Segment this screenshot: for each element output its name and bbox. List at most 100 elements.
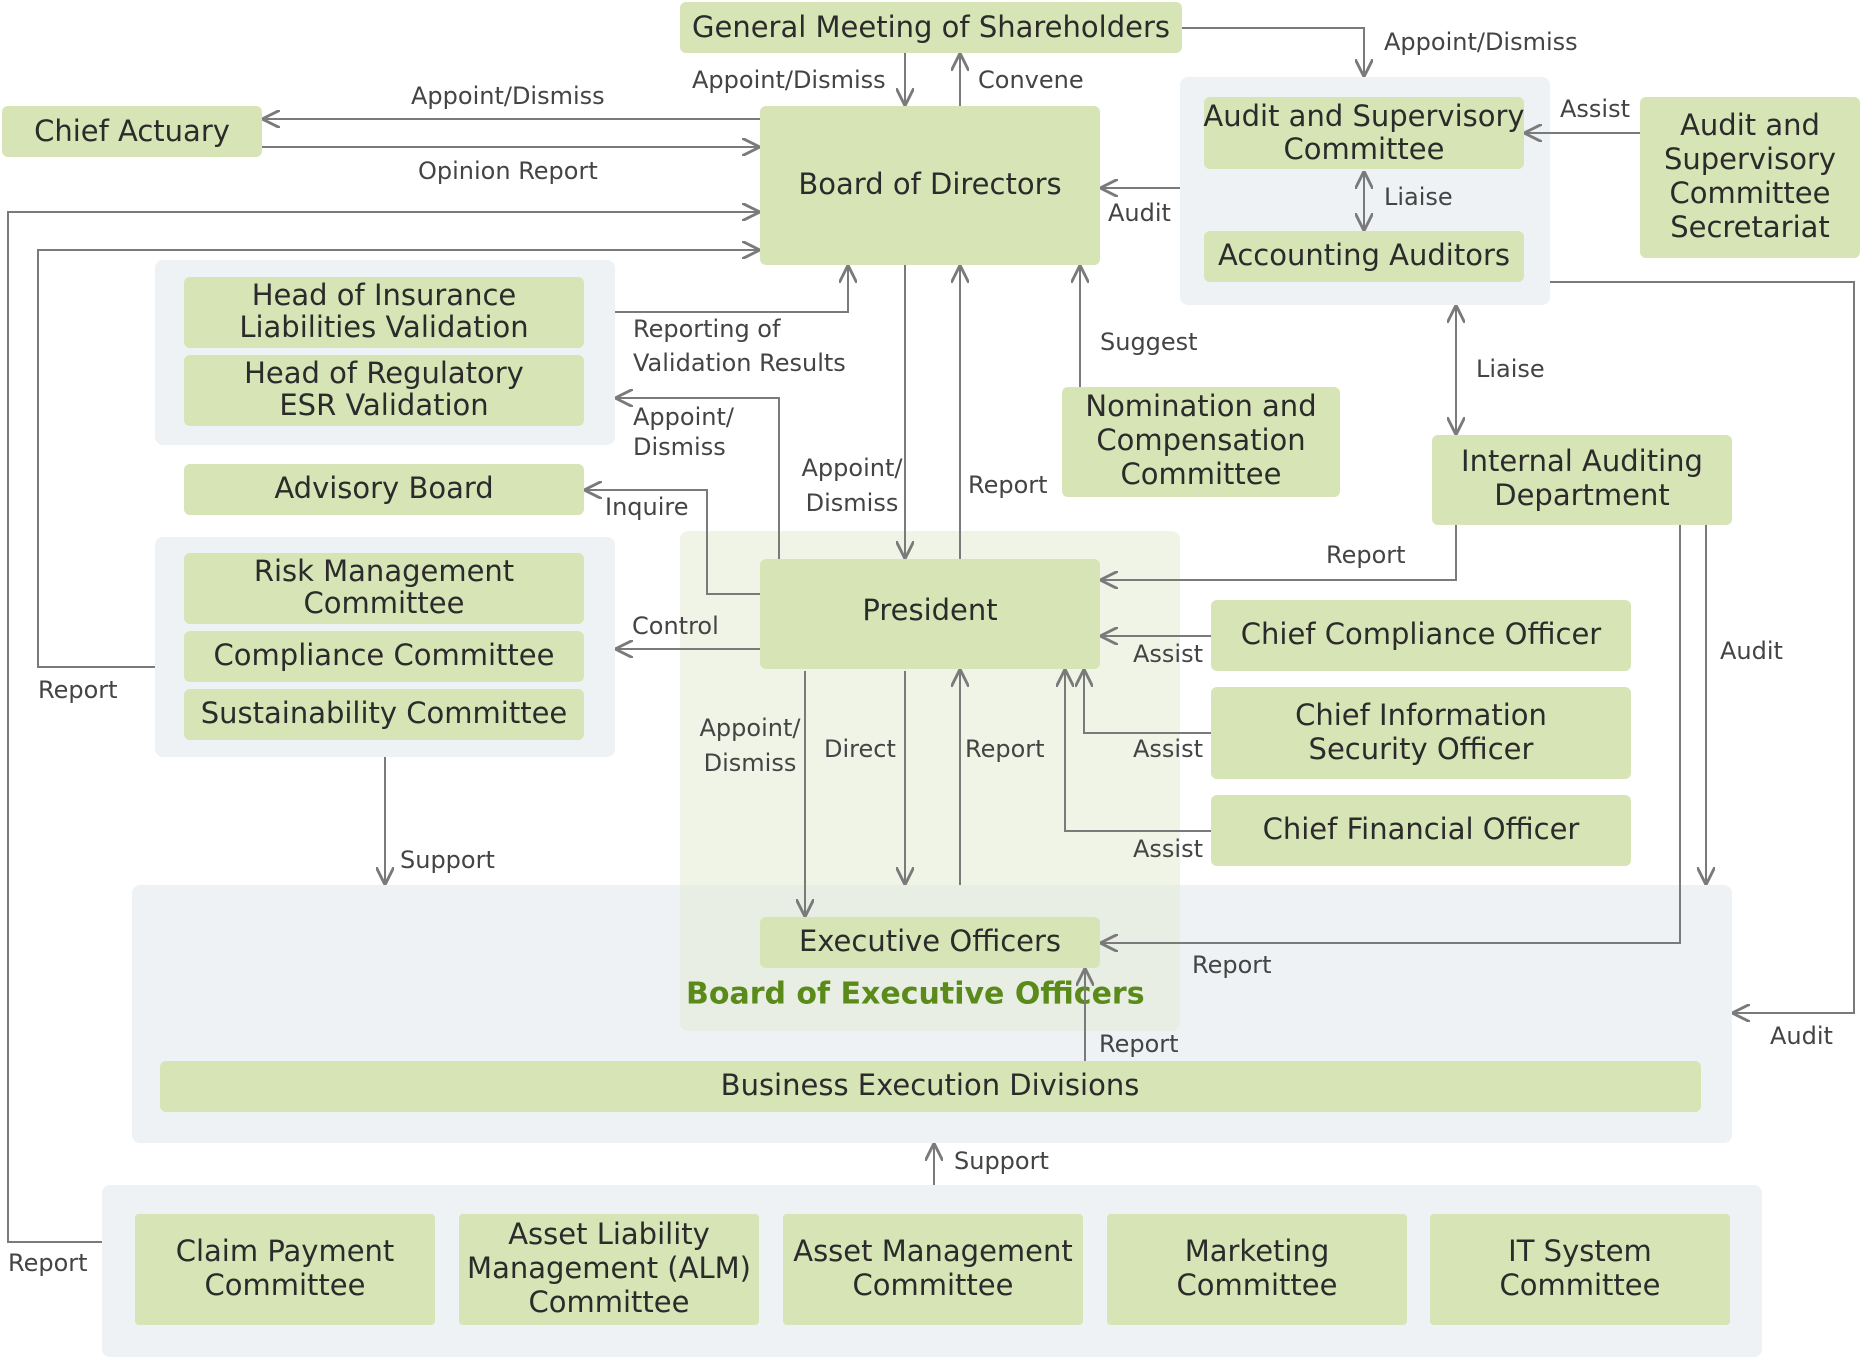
label-appoint-exec: Appoint/	[700, 714, 802, 742]
svg-text:Audit and Supervisory: Audit and Supervisory	[1203, 99, 1524, 133]
svg-text:Committee: Committee	[205, 1268, 366, 1302]
advisory-board-box: Advisory Board	[184, 464, 584, 515]
general-meeting-of-shareholders-box: General Meeting of Shareholders	[680, 2, 1182, 53]
label-support-committees: Support	[400, 846, 495, 874]
compliance-committee-box: Compliance Committee	[184, 631, 584, 682]
label-report-business: Report	[1099, 1030, 1179, 1058]
svg-text:Asset Management: Asset Management	[793, 1234, 1073, 1268]
head-of-insurance-liabilities-validation-box: Head of Insurance Liabilities Validation	[184, 277, 584, 348]
label-audit-business: Audit	[1770, 1022, 1833, 1050]
audit-and-supervisory-committee-box: Audit and Supervisory Committee	[1203, 97, 1525, 169]
svg-text:Chief Financial Officer: Chief Financial Officer	[1263, 812, 1580, 846]
svg-text:Chief Actuary: Chief Actuary	[34, 114, 230, 148]
sustainability-committee-box: Sustainability Committee	[184, 689, 584, 740]
label-support-bottom: Support	[954, 1147, 1049, 1175]
label-opinion-report: Opinion Report	[418, 157, 598, 185]
svg-text:Audit and: Audit and	[1680, 108, 1820, 142]
claim-payment-committee-box: Claim Payment Committee	[135, 1214, 435, 1325]
svg-text:Board of Directors: Board of Directors	[798, 167, 1061, 201]
asset-management-committee-box: Asset Management Committee	[783, 1214, 1083, 1325]
svg-text:Head of Regulatory: Head of Regulatory	[244, 356, 524, 390]
label-suggest: Suggest	[1100, 328, 1198, 356]
label-report-board: Report	[968, 471, 1048, 499]
svg-text:General Meeting of Shareholder: General Meeting of Shareholders	[692, 10, 1170, 44]
svg-text:Business Execution Divisions: Business Execution Divisions	[721, 1068, 1140, 1102]
label-convene: Convene	[978, 66, 1084, 94]
label-validation-results: Validation Results	[633, 349, 846, 377]
svg-text:Chief Compliance Officer: Chief Compliance Officer	[1241, 617, 1602, 651]
svg-text:Committee: Committee	[1500, 1268, 1661, 1302]
label-assist-cfo: Assist	[1133, 835, 1203, 863]
label-control: Control	[632, 612, 719, 640]
cfo-assist-arrow	[1065, 671, 1211, 832]
label-assist-cco: Assist	[1133, 640, 1203, 668]
label-dismiss-validation: Dismiss	[633, 433, 726, 461]
label-dismiss-exec: Dismiss	[704, 749, 797, 777]
svg-text:Committee: Committee	[1177, 1268, 1338, 1302]
svg-text:Internal Auditing: Internal Auditing	[1461, 444, 1703, 478]
gms-to-audit-committee-arrow	[1182, 27, 1364, 75]
label-dismiss-president: Dismiss	[806, 489, 899, 517]
label-liaise-internal: Liaise	[1476, 355, 1545, 383]
svg-text:Risk Management: Risk Management	[254, 554, 514, 588]
president-to-advisory-arrow	[586, 490, 760, 595]
risk-management-committee-box: Risk Management Committee	[184, 553, 584, 624]
svg-text:Committee: Committee	[1121, 457, 1282, 491]
label-liaise-accounting: Liaise	[1384, 183, 1453, 211]
nomination-and-compensation-committee-box: Nomination and Compensation Committee	[1062, 387, 1340, 497]
svg-text:Executive Officers: Executive Officers	[799, 924, 1061, 958]
label-report-committees: Report	[38, 676, 118, 704]
svg-text:Accounting Auditors: Accounting Auditors	[1218, 238, 1510, 272]
svg-text:Management (ALM): Management (ALM)	[467, 1251, 751, 1285]
svg-text:Advisory Board: Advisory Board	[274, 471, 493, 505]
audit-supervisory-committee-secretariat-box: Audit and Supervisory Committee Secretar…	[1640, 97, 1860, 258]
executive-officers-box: Executive Officers	[760, 917, 1100, 968]
committees-report-line	[37, 250, 758, 668]
svg-text:Committee: Committee	[1284, 132, 1445, 166]
business-execution-divisions-box: Business Execution Divisions	[160, 1061, 1701, 1112]
svg-text:Nomination and: Nomination and	[1085, 389, 1316, 423]
svg-text:Committee: Committee	[1670, 176, 1831, 210]
label-assist-ciso: Assist	[1133, 735, 1203, 763]
validation-results-arrow	[615, 267, 848, 313]
svg-text:Marketing: Marketing	[1185, 1234, 1330, 1268]
label-appoint-dismiss-gms: Appoint/Dismiss	[692, 66, 886, 94]
svg-text:ESR Validation: ESR Validation	[279, 388, 488, 422]
label-reporting-of: Reporting of	[633, 315, 781, 343]
internal-auditing-department-box: Internal Auditing Department	[1432, 435, 1732, 525]
chief-actuary-box: Chief Actuary	[2, 106, 262, 157]
marketing-committee-box: Marketing Committee	[1107, 1214, 1407, 1325]
svg-text:IT System: IT System	[1508, 1234, 1652, 1268]
svg-text:Compliance Committee: Compliance Committee	[214, 638, 555, 672]
svg-text:Committee: Committee	[529, 1285, 690, 1319]
label-audit-internal: Audit	[1720, 637, 1783, 665]
svg-text:President: President	[862, 593, 997, 627]
label-appoint-dismiss-actuary: Appoint/Dismiss	[411, 82, 605, 110]
svg-text:Security Officer: Security Officer	[1309, 732, 1534, 766]
label-report-bottom: Report	[8, 1249, 88, 1277]
president-box: President	[760, 559, 1100, 669]
head-of-regulatory-esr-validation-box: Head of Regulatory ESR Validation	[184, 355, 584, 426]
svg-text:Sustainability Committee: Sustainability Committee	[201, 696, 568, 730]
it-system-committee-box: IT System Committee	[1430, 1214, 1730, 1325]
chief-financial-officer-box: Chief Financial Officer	[1211, 795, 1631, 866]
label-direct: Direct	[824, 735, 896, 763]
audit-committee-audit-line	[1550, 281, 1855, 1013]
svg-text:Head of Insurance: Head of Insurance	[252, 278, 517, 312]
svg-text:Secretariat: Secretariat	[1670, 210, 1830, 244]
svg-text:Supervisory: Supervisory	[1664, 142, 1836, 176]
alm-committee-box: Asset Liability Management (ALM) Committ…	[459, 1214, 759, 1325]
president-to-validation-arrow	[617, 398, 780, 559]
svg-text:Department: Department	[1494, 478, 1670, 512]
label-appoint-dismiss-audit: Appoint/Dismiss	[1384, 28, 1578, 56]
svg-text:Liabilities Validation: Liabilities Validation	[239, 310, 528, 344]
label-report-internal: Report	[1326, 541, 1406, 569]
svg-text:Committee: Committee	[304, 586, 465, 620]
label-audit-board: Audit	[1108, 199, 1171, 227]
label-appoint-validation: Appoint/	[633, 403, 735, 431]
svg-text:Chief Information: Chief Information	[1295, 698, 1547, 732]
label-inquire: Inquire	[605, 493, 689, 521]
label-report-president: Report	[965, 735, 1045, 763]
chief-compliance-officer-box: Chief Compliance Officer	[1211, 600, 1631, 671]
